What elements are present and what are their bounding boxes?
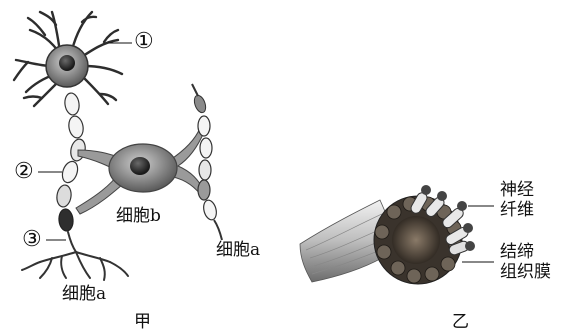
panel-label-a: 甲 (134, 314, 151, 331)
connective-tissue-label-line-1: 结缔 (500, 242, 551, 262)
panel-label-b: 乙 (452, 314, 469, 331)
cell-b-nucleus (130, 157, 150, 175)
marker-1: ① (134, 31, 154, 53)
marker-2: ② (14, 161, 34, 183)
nerve-fiber-label: 神经 纤维 (500, 180, 534, 220)
cell-a-right-label: 细胞a (216, 242, 260, 259)
nerve-fascicle (392, 216, 440, 264)
cell-a-left-label: 细胞a (62, 286, 106, 303)
nerve-fiber-label-line-1: 神经 (500, 180, 534, 200)
cell-b (76, 128, 204, 214)
right-axon-myelin (192, 84, 222, 240)
nerve-bundle (300, 185, 475, 284)
top-neuron-nucleus (59, 55, 75, 71)
top-neuron (14, 12, 122, 106)
cell-b-label: 细胞b (116, 208, 161, 225)
connective-tissue-label-line-2: 组织膜 (500, 262, 551, 282)
connective-tissue-label: 结缔 组织膜 (500, 242, 551, 282)
nerve-fiber-label-line-2: 纤维 (500, 200, 534, 220)
marker-3: ③ (22, 229, 42, 251)
